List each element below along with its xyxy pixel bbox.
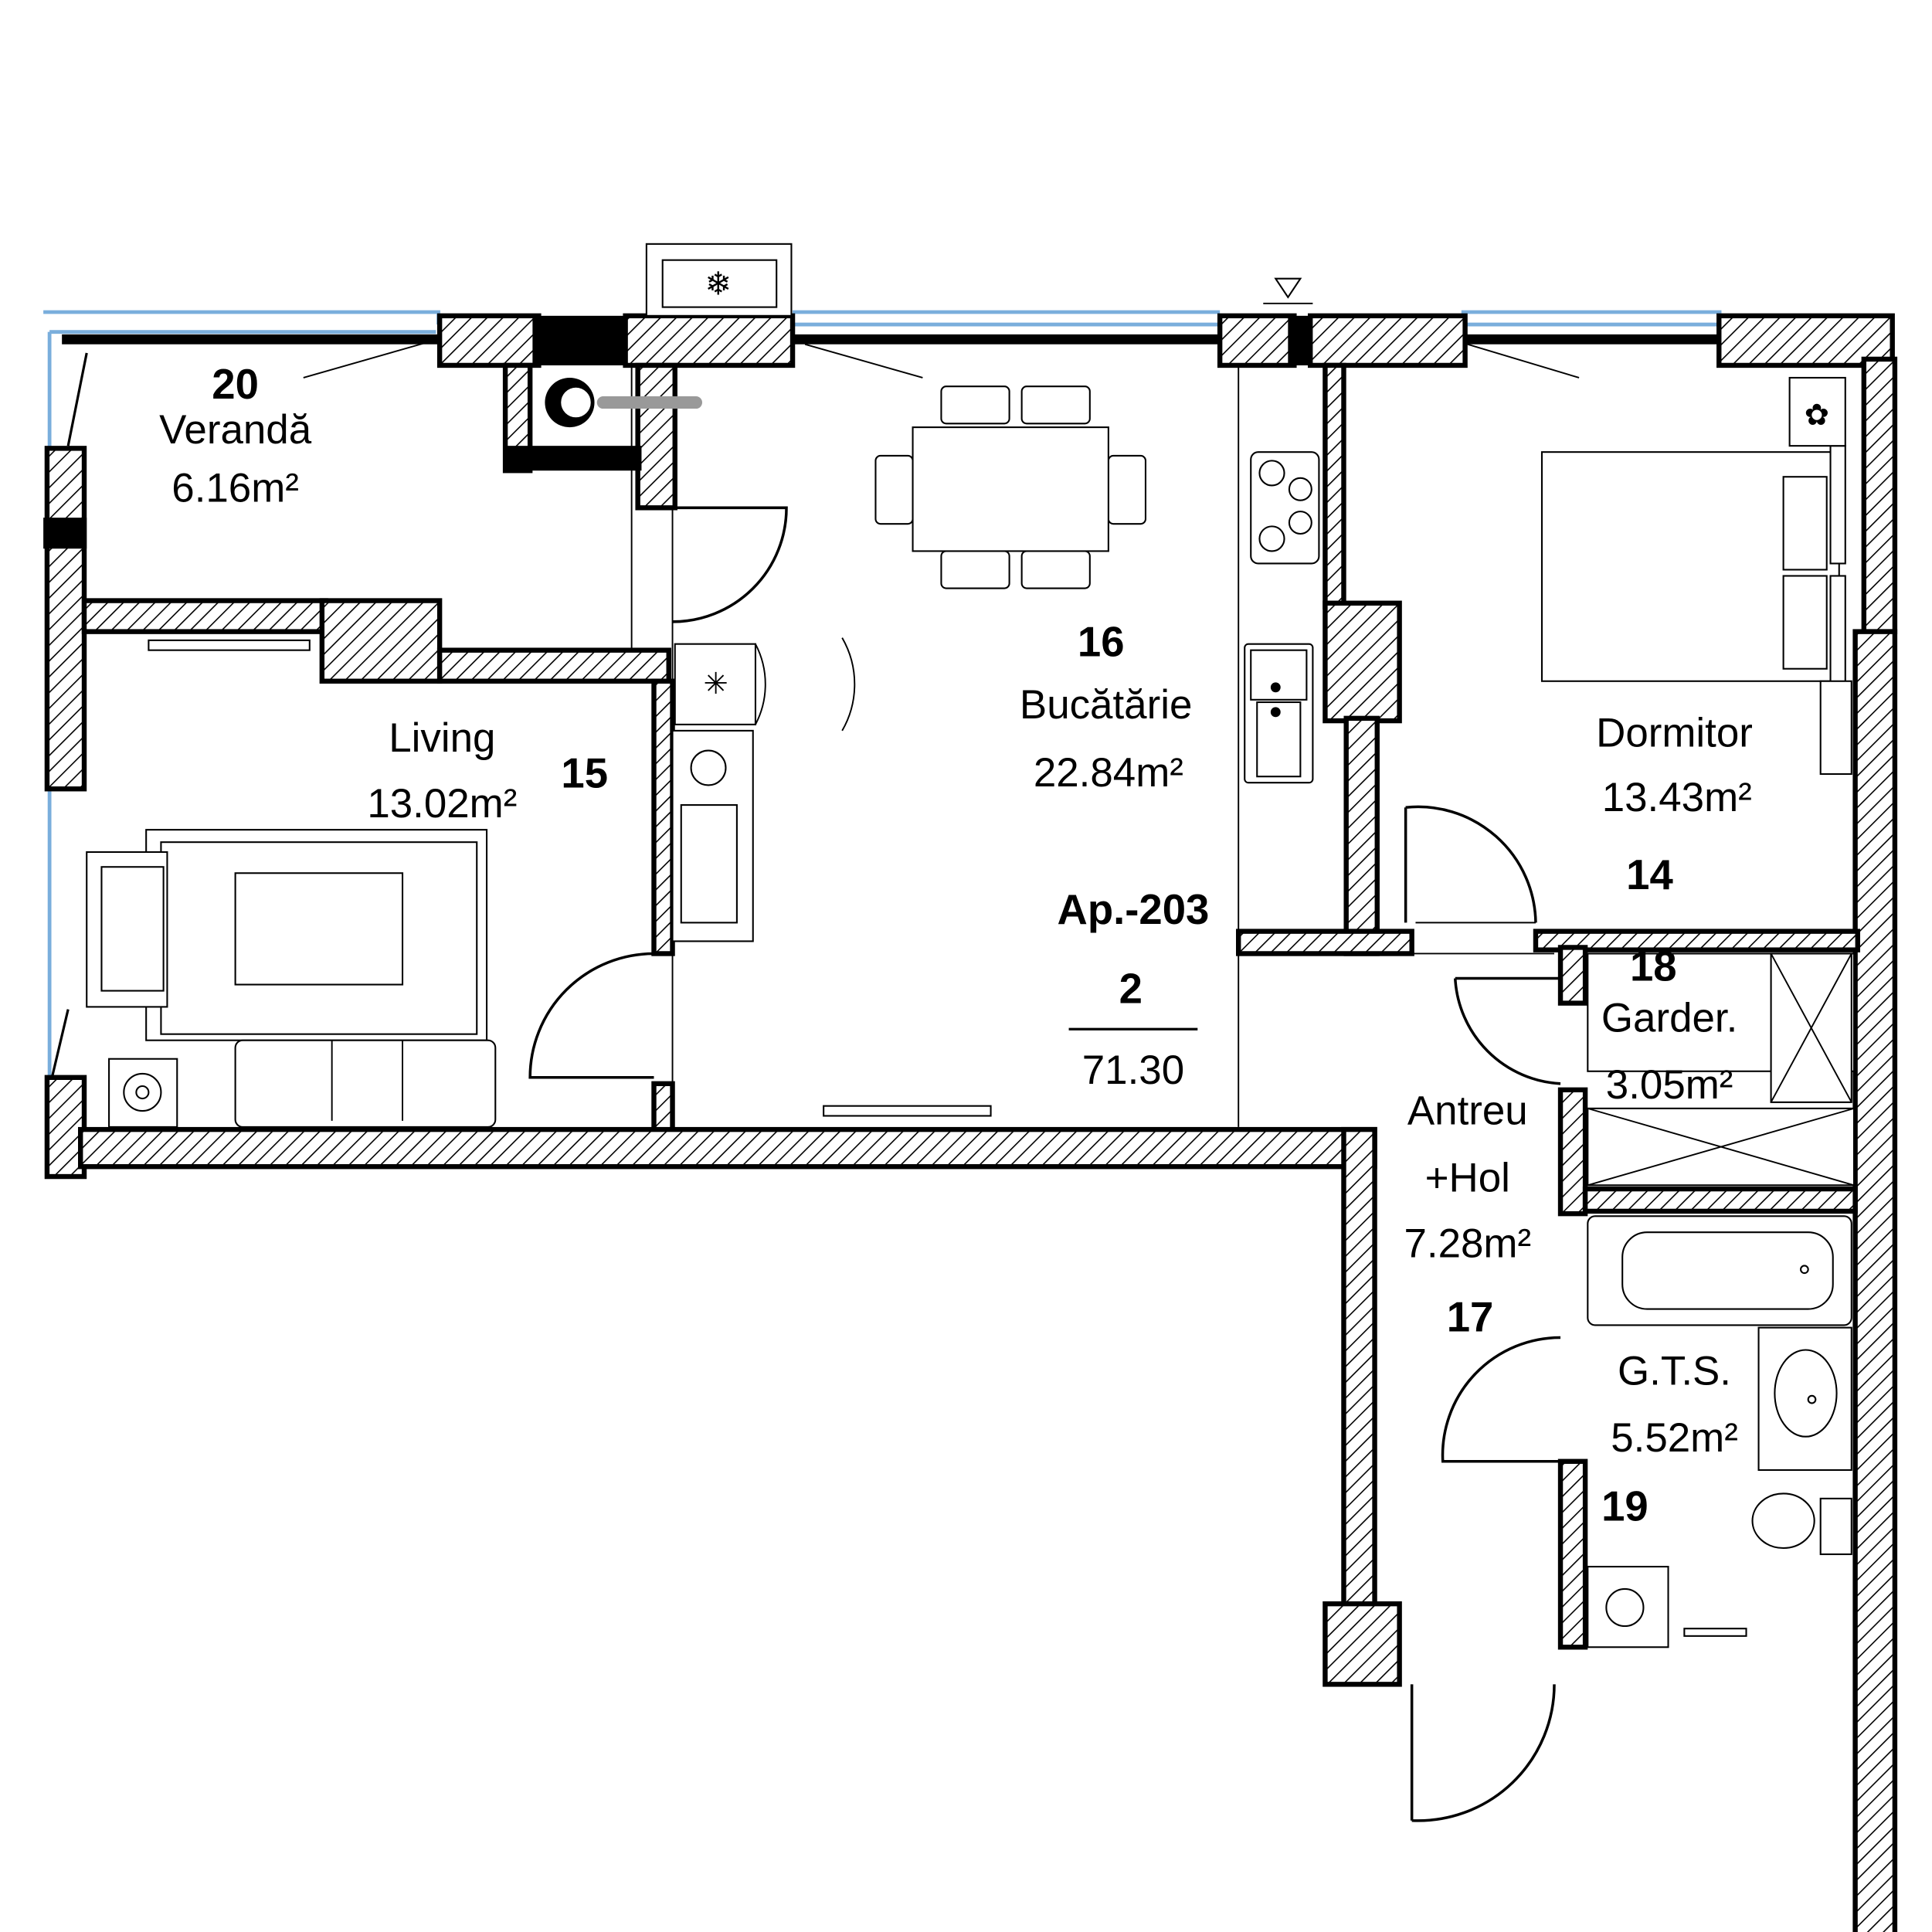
- radiator-icon: [148, 639, 992, 1117]
- washing-machine-icon: [1587, 1566, 1747, 1648]
- oven-column-icon: [671, 729, 754, 942]
- toilet-icon: [1751, 1492, 1852, 1556]
- room-number: 15: [561, 750, 608, 797]
- room-number: 16: [1078, 619, 1125, 666]
- room-veranda: 20 Verandă 6.16m²: [159, 361, 312, 511]
- room-name: Garder.: [1601, 995, 1737, 1041]
- room-name: Dormitor: [1596, 711, 1753, 756]
- apartment-id: Ap.-203: [1057, 886, 1209, 933]
- svg-text:✿: ✿: [1805, 399, 1829, 432]
- plant-icon: ✿: [1788, 376, 1846, 447]
- room-bedroom: Dormitor 13.43m² 14: [1596, 711, 1753, 898]
- apartment-rooms-count: 2: [1119, 966, 1143, 1013]
- room-number: 20: [212, 361, 259, 408]
- room-area: 13.43m²: [1602, 775, 1752, 820]
- boiler-icon: [545, 377, 703, 428]
- bed-icon: [1540, 445, 1852, 776]
- room-bathroom: G.T.S. 5.52m² 19: [1601, 1348, 1738, 1530]
- room-name: Living: [389, 715, 495, 761]
- room-name: Verandă: [159, 407, 312, 453]
- room-number: 18: [1630, 943, 1677, 990]
- wardrobe-icon: [1587, 952, 1856, 1187]
- room-kitchen: 16 Bucătărie 22.84m²: [1020, 619, 1192, 796]
- ac-unit-snowflake-icon: ❄: [645, 243, 793, 317]
- room-area: 6.16m²: [171, 465, 299, 511]
- dining-table-icon: [874, 385, 1147, 589]
- outdoor-tap-icon: [1263, 277, 1313, 304]
- walls: [43, 313, 1898, 1932]
- doors: [528, 506, 1561, 1822]
- fridge-icon: ✳: [674, 637, 856, 732]
- room-number: 19: [1601, 1483, 1648, 1530]
- room-name-line1: Antreu: [1407, 1088, 1528, 1134]
- washbasin-icon: [1757, 1326, 1852, 1472]
- room-area: 3.05m²: [1606, 1062, 1733, 1108]
- sofa-icon: [86, 829, 497, 1128]
- svg-text:✳: ✳: [704, 667, 728, 701]
- room-hallway: Antreu +Hol 7.28m² 17: [1404, 1088, 1531, 1341]
- sink-icon: [1244, 643, 1314, 784]
- svg-text:❄: ❄: [705, 266, 732, 302]
- room-area: 7.28m²: [1404, 1221, 1531, 1266]
- apartment-summary: Ap.-203 2 71.30: [1057, 886, 1209, 1093]
- room-wardrobe: 18 Garder. 3.05m²: [1601, 943, 1737, 1108]
- window-frames: [50, 334, 1722, 1078]
- room-area: 22.84m²: [1034, 750, 1183, 796]
- room-living: Living 13.02m² 15: [367, 715, 608, 827]
- stove-icon: [1250, 451, 1320, 565]
- room-number: 17: [1447, 1293, 1494, 1340]
- room-name: G.T.S.: [1618, 1348, 1731, 1394]
- room-area: 5.52m²: [1611, 1415, 1738, 1461]
- room-area: 13.02m²: [367, 781, 517, 827]
- bathtub-icon: [1587, 1215, 1852, 1326]
- room-name: Bucătărie: [1020, 682, 1192, 728]
- room-name-line2: +Hol: [1425, 1155, 1510, 1200]
- room-number: 14: [1626, 851, 1673, 898]
- apartment-total-area: 71.30: [1082, 1047, 1184, 1093]
